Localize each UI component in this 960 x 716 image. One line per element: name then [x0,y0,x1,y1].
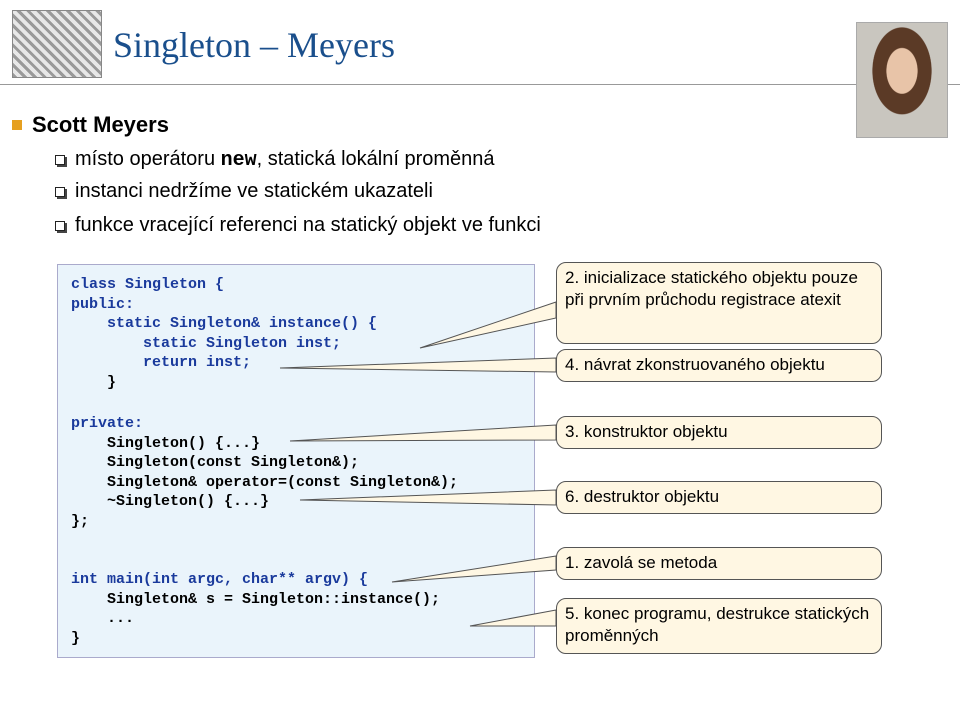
title-divider [0,84,960,85]
sub-bullet-text: funkce vracející referenci na statický o… [75,214,541,236]
callout-2: 2. inicializace statického objektu pouze… [556,262,882,344]
page-title: Singleton – Meyers [113,25,395,65]
callout-5: 5. konec programu, destrukce statických … [556,598,882,654]
code-line: public: [71,295,135,313]
code-keyword: new [220,149,257,172]
checkbox-bullet-icon [55,220,65,231]
code-line: class Singleton { [71,276,225,293]
code-line: Singleton() {...} [71,434,261,452]
callout-6: 6. destruktor objektu [556,481,882,514]
code-line: ... [71,610,135,627]
portrait-photo [856,22,948,138]
square-bullet-icon [12,120,22,130]
main-bullet: Scott Meyers [12,112,169,138]
code-line: private: [71,415,144,432]
callout-3: 3. konstruktor objektu [556,416,882,449]
sub-bullet-text: instanci nedržíme ve statickém ukazateli [75,180,433,202]
sub-bullet-1: místo operátoru new, statická lokální pr… [55,148,495,172]
checkbox-bullet-icon [55,186,65,197]
code-line: Singleton& operator=(const Singleton&); [71,473,459,491]
sub-bullet-3: funkce vracející referenci na statický o… [55,214,541,237]
callout-1: 1. zavolá se metoda [556,547,882,580]
code-line: int main(int argc, char** argv) { [71,571,369,588]
code-line: static Singleton inst; [71,334,342,352]
code-line: return inst; [71,354,252,371]
logo-image [12,10,102,78]
code-lines-main: int main(int argc, char** argv) { Single… [71,570,440,648]
main-bullet-text: Scott Meyers [32,112,169,137]
code-line: } [71,629,81,647]
code-line: Singleton& s = Singleton::instance(); [71,590,441,608]
checkbox-bullet-icon [55,155,65,165]
sub-bullet-text: místo operátoru new, statická lokální pr… [75,148,495,172]
code-line: Singleton(const Singleton&); [71,454,360,471]
sub-bullet-2: instanci nedržíme ve statickém ukazateli [55,180,433,203]
code-line: ~Singleton() {...} [71,493,270,510]
code-lines-private: private: Singleton() {...} Singleton(con… [71,414,458,531]
code-lines-class: class Singleton { public: static Singlet… [71,275,377,392]
callout-4: 4. návrat zkonstruovaného objektu [556,349,882,382]
code-line: static Singleton& instance() { [71,315,378,332]
code-line: }; [71,512,90,530]
code-line: } [71,373,117,391]
code-block [57,264,535,658]
